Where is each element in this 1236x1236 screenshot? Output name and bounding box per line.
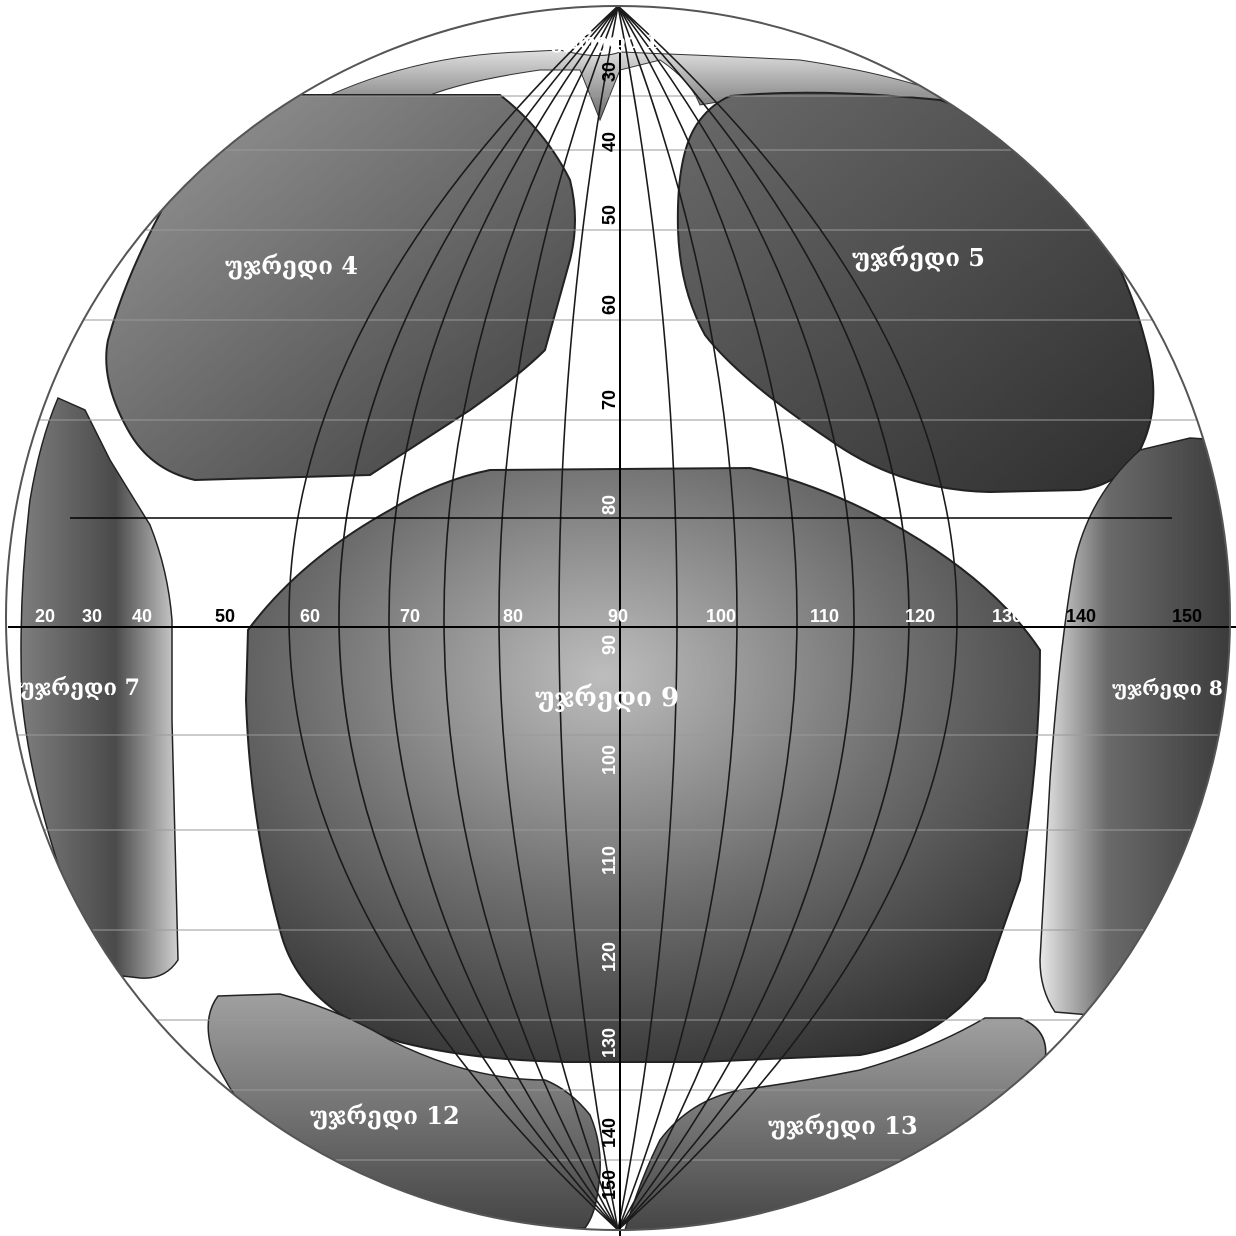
cell-label-8: უჯრედი 8 (1112, 676, 1223, 700)
v-tick-30: 30 (599, 62, 619, 82)
v-tick-130: 130 (599, 1028, 619, 1058)
h-tick-90: 90 (608, 606, 628, 626)
h-tick-100: 100 (706, 606, 736, 626)
cell-label-5: უჯრედი 5 (852, 243, 985, 272)
v-tick-100: 100 (599, 745, 619, 775)
h-tick-80: 80 (503, 606, 523, 626)
v-tick-80: 80 (599, 495, 619, 515)
cell-label-13: უჯრედი 13 (768, 1111, 918, 1140)
cell-label-12: უჯრედი 12 (310, 1101, 460, 1130)
v-tick-70: 70 (599, 390, 619, 410)
h-tick-20: 20 (35, 606, 55, 626)
h-tick-60: 60 (300, 606, 320, 626)
v-tick-50: 50 (599, 205, 619, 225)
h-tick-150: 150 (1172, 606, 1202, 626)
h-tick-140: 140 (1066, 606, 1096, 626)
cell-shape-9 (246, 468, 1040, 1062)
cell-label-7: უჯრედი 7 (18, 675, 140, 701)
v-tick-120: 120 (599, 942, 619, 972)
h-tick-70: 70 (400, 606, 420, 626)
cell-label-1: უჯრედი 1 (548, 29, 659, 53)
h-tick-30: 30 (82, 606, 102, 626)
h-tick-110: 110 (810, 606, 839, 626)
h-tick-120: 120 (905, 606, 935, 626)
v-tick-40: 40 (599, 132, 619, 152)
h-tick-130: 130 (992, 606, 1022, 626)
v-tick-150: 150 (599, 1170, 619, 1200)
h-tick-40: 40 (132, 606, 152, 626)
v-tick-140: 140 (599, 1118, 619, 1148)
v-tick-110: 110 (599, 846, 619, 875)
h-tick-50: 50 (215, 606, 235, 626)
v-tick-60: 60 (599, 295, 619, 315)
cell-label-9: უჯრედი 9 (535, 683, 679, 713)
cell-label-4: უჯრედი 4 (225, 251, 358, 280)
v-tick-90: 90 (599, 635, 619, 655)
